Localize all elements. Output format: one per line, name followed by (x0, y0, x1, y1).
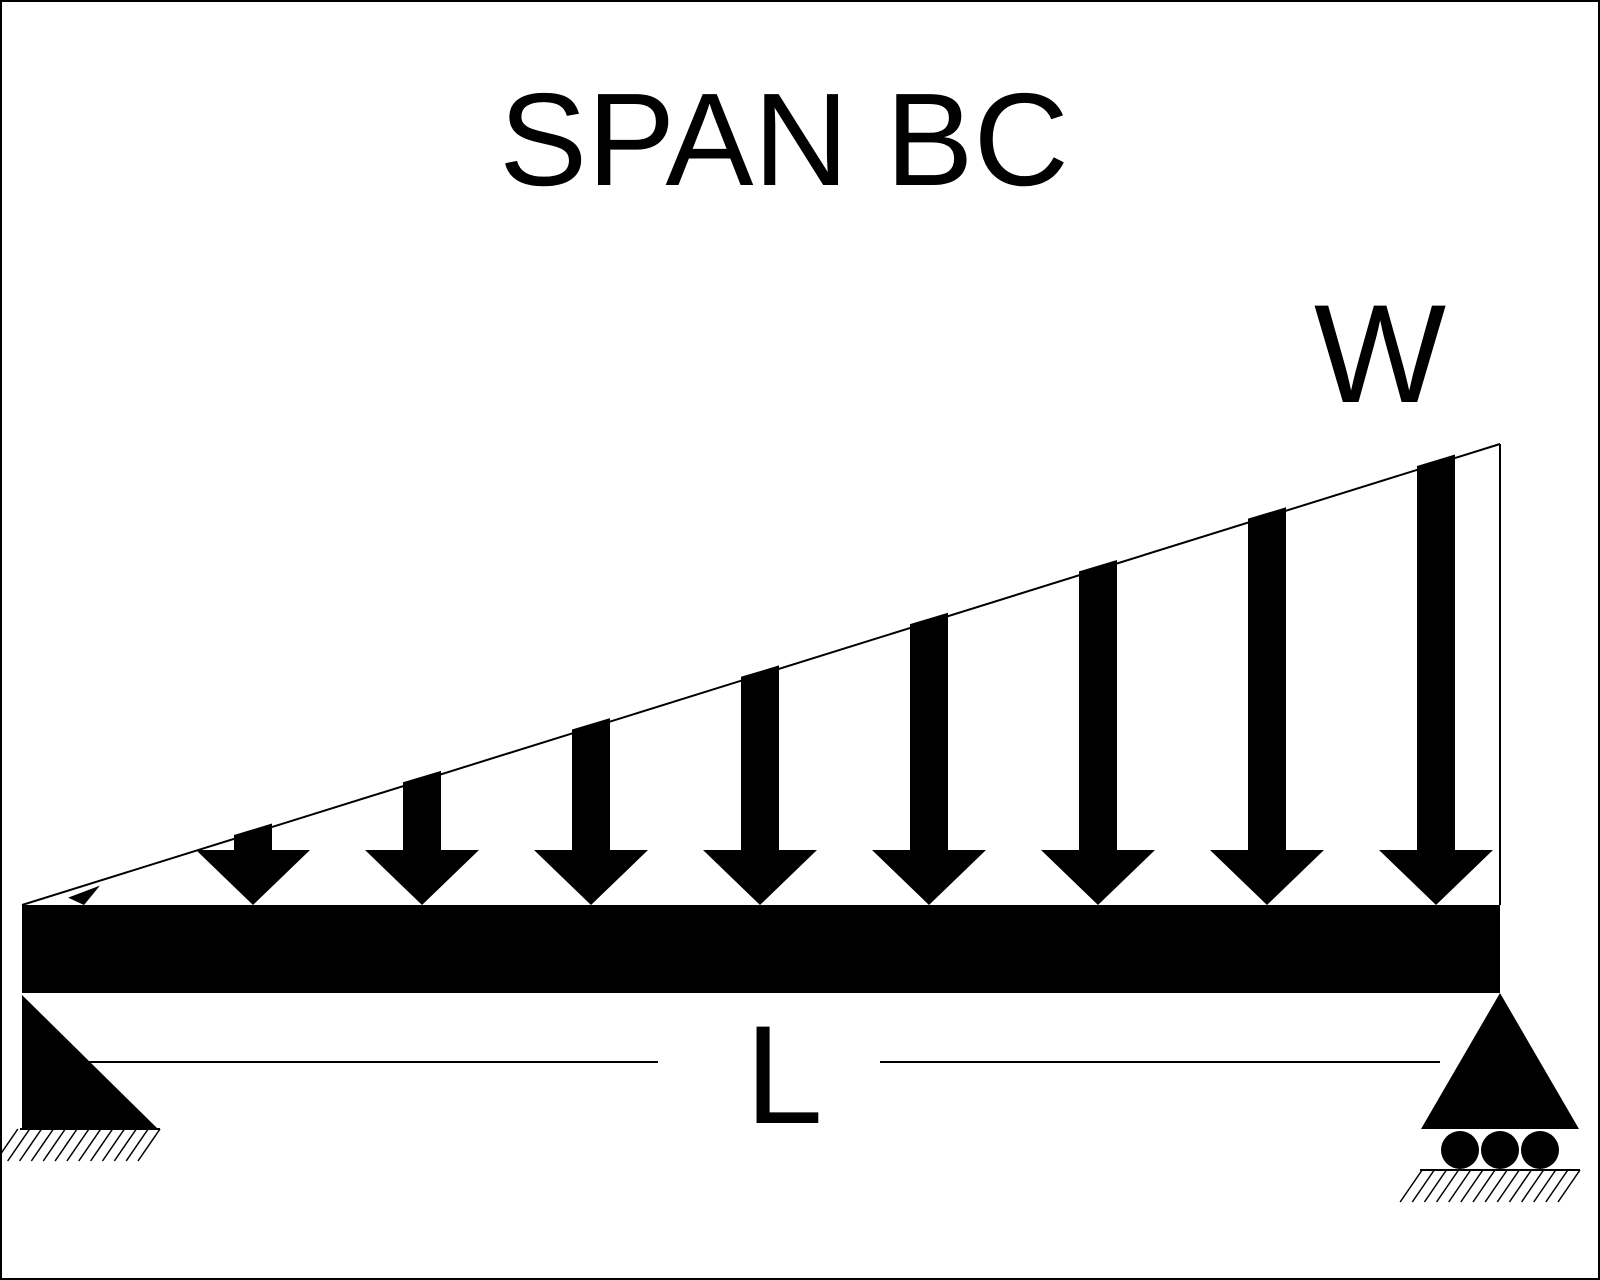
hatch-line (7, 1128, 31, 1162)
right-support-triangle (1421, 993, 1579, 1129)
hatch-line (1472, 1169, 1496, 1203)
hatch-line (30, 1128, 55, 1162)
roller-2 (1481, 1131, 1519, 1169)
hatch-line (89, 1128, 114, 1162)
hatch-line (125, 1128, 149, 1162)
hatch-line (1520, 1169, 1545, 1203)
hatch-line (1496, 1169, 1520, 1203)
hatch-line (0, 1128, 19, 1157)
hatch-line (1545, 1169, 1569, 1203)
beam (22, 905, 1500, 993)
load-label: W (1314, 275, 1446, 432)
load-arrow-9 (1379, 454, 1493, 905)
hatch-line (78, 1128, 102, 1162)
load-arrow-8 (1210, 507, 1324, 905)
left-ground-hatch (0, 1128, 161, 1162)
roller-1 (1441, 1131, 1479, 1169)
diagram-title: SPAN BC (499, 66, 1069, 213)
roller-3 (1521, 1131, 1559, 1169)
hatch-line (1411, 1169, 1435, 1203)
hatch-line (1508, 1169, 1533, 1203)
span-label: L (745, 996, 823, 1153)
hatch-line (1484, 1169, 1508, 1203)
hatch-line (1399, 1169, 1423, 1203)
load-arrow-6 (872, 612, 986, 905)
hatch-line (137, 1128, 161, 1162)
load-arrow-4 (534, 718, 648, 905)
load-arrow-3 (365, 770, 479, 905)
right-support (1399, 993, 1581, 1203)
load-arrow-5 (703, 665, 817, 905)
hatch-line (1460, 1169, 1484, 1203)
hatch-line (1557, 1169, 1581, 1203)
hatch-line (1448, 1169, 1472, 1203)
hatch-line (42, 1128, 66, 1162)
left-support (0, 995, 161, 1162)
load-arrow-1 (68, 885, 100, 905)
hatch-line (1435, 1169, 1460, 1203)
left-support-triangle (22, 995, 158, 1129)
hatch-line (54, 1128, 78, 1162)
load-arrow-2 (196, 823, 310, 905)
right-ground-hatch (1399, 1169, 1581, 1203)
hatch-line (66, 1128, 90, 1162)
hatch-line (101, 1128, 126, 1162)
hatch-line (113, 1128, 137, 1162)
hatch-line (1533, 1169, 1557, 1203)
load-arrows (68, 454, 1493, 905)
hatch-line (1423, 1169, 1448, 1203)
load-arrow-7 (1041, 559, 1155, 905)
hatch-line (18, 1128, 43, 1162)
